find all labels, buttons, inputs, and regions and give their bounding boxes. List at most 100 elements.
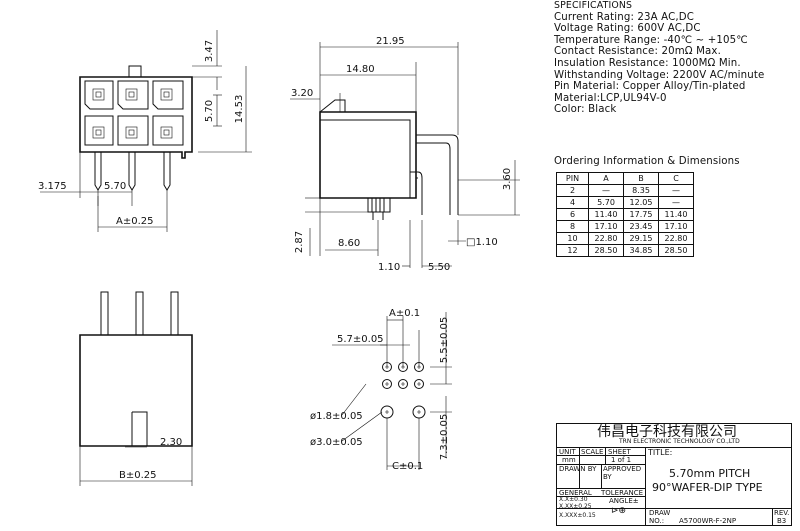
spec-line: Color: Black xyxy=(554,104,617,116)
spec-heading: SPECIFICATIONS xyxy=(554,0,633,11)
dim-hole-3-0: ø3.0±0.05 xyxy=(310,437,363,448)
table-cell: 17.10 xyxy=(658,220,694,233)
dim-5-70-vertical: 5.70 xyxy=(204,100,215,122)
front-view: 3.47 5.70 14.53 3.175 5.70 A±0.25 xyxy=(38,30,252,232)
table-header-row: PIN A B C xyxy=(556,172,694,185)
table-cell: 6 xyxy=(556,208,589,221)
tolerance-label: TOLERANCE xyxy=(601,489,644,497)
approved-by-label: APPROVED BY xyxy=(603,465,642,481)
spec-line: Withstanding Voltage: 2200V AC/minute xyxy=(554,69,765,81)
tolerance-2: X.XX±0.25 xyxy=(559,503,592,510)
table-cell: 12 xyxy=(556,244,589,257)
spec-line: Insulation Resistance: 1000MΩ Min. xyxy=(554,57,741,69)
dim-c-0-1: C±0.1 xyxy=(392,461,423,472)
dim-14-80: 14.80 xyxy=(346,64,375,75)
drawing-number: A5700WR-F-2NP xyxy=(679,517,737,525)
unit-label: UNIT xyxy=(559,448,576,456)
draw-label: DRAW xyxy=(649,509,671,517)
table-cell: 8.35 xyxy=(623,184,659,197)
drawn-by-label: DRAWN BY xyxy=(559,465,597,473)
table-cell: 17.10 xyxy=(588,220,624,233)
spec-line: Temperature Range: -40℃ ~ +105℃ xyxy=(554,34,748,46)
dim-3-20: 3.20 xyxy=(291,88,313,99)
specifications: SPECIFICATIONS Current Rating: 23A AC,DC… xyxy=(554,0,764,116)
company-name-en: TRN ELECTRONIC TECHNOLOGY CO.,LTD xyxy=(619,438,740,445)
rev-label: REV. xyxy=(774,509,790,517)
table-cell: 10 xyxy=(556,232,589,245)
spec-line: Contact Resistance: 20mΩ Max. xyxy=(554,46,722,58)
unit-value: mm xyxy=(562,456,576,464)
drawing-title-line2: 90°WAFER-DIP TYPE xyxy=(652,481,763,494)
table-cell: 8 xyxy=(556,220,589,233)
no-label: NO.: xyxy=(649,517,665,525)
table-cell: 5.70 xyxy=(588,196,624,209)
dim-b-0-25: B±0.25 xyxy=(119,470,157,481)
table-cell: 23.45 xyxy=(623,220,659,233)
dim-a-0-25: A±0.25 xyxy=(116,216,154,227)
spec-line: Material:LCP,UL94V-0 xyxy=(554,92,667,104)
spec-line: Voltage Rating: 600V AC,DC xyxy=(554,23,701,35)
dim-2-30: 2.30 xyxy=(160,437,182,448)
tolerance-3: X.XXX±0.15 xyxy=(559,512,596,519)
dim-3-60: 3.60 xyxy=(502,168,513,190)
table-header: PIN xyxy=(556,172,589,185)
table-cell: — xyxy=(658,196,694,209)
table-cell: 12.05 xyxy=(623,196,659,209)
table-cell: 22.80 xyxy=(658,232,694,245)
table-cell: 34.85 xyxy=(623,244,659,257)
title-label: TITLE: xyxy=(648,448,673,457)
table-cell: 4 xyxy=(556,196,589,209)
table-cell: 17.75 xyxy=(623,208,659,221)
dim-2-87: 2.87 xyxy=(294,231,305,253)
dim-14-53: 14.53 xyxy=(234,95,245,124)
projection-symbol-icon: ⊳⊕ xyxy=(611,506,627,516)
side-view: 21.95 14.80 3.20 3.60 2.87 8.60 □1.10 1.… xyxy=(290,36,520,273)
dim-21-95: 21.95 xyxy=(376,36,405,47)
dim-hole-1-8: ø1.8±0.05 xyxy=(310,411,363,422)
sheet-value: 1 of 1 xyxy=(611,456,632,464)
general-label: GENERAL xyxy=(559,489,592,497)
table-cell: 28.50 xyxy=(588,244,624,257)
table-cell: 11.40 xyxy=(588,208,624,221)
table-cell: — xyxy=(658,184,694,197)
table-cell: 22.80 xyxy=(588,232,624,245)
dim-5-70-horizontal: 5.70 xyxy=(104,181,126,192)
sheet-label: SHEET xyxy=(608,448,631,456)
drawing-title-line1: 5.70mm PITCH xyxy=(669,467,751,480)
table-cell: — xyxy=(588,184,624,197)
table-header: C xyxy=(658,172,694,185)
dim-8-60: 8.60 xyxy=(338,238,360,249)
dim-a-0-1: A±0.1 xyxy=(389,308,420,319)
bottom-view: 2.30 B±0.25 xyxy=(79,291,193,486)
ordering-title: Ordering Information & Dimensions xyxy=(554,156,740,167)
dim-7-3-0-05: 7.3±0.05 xyxy=(439,414,450,461)
dim-1-10: 1.10 xyxy=(378,262,400,273)
dim-1-10-square: □1.10 xyxy=(466,237,498,248)
table-cell: 28.50 xyxy=(658,244,694,257)
title-block: 伟昌电子科技有限公司 TRN ELECTRONIC TECHNOLOGY CO.… xyxy=(556,423,792,526)
table-header: A xyxy=(588,172,624,185)
spec-line: Pin Material: Copper Alloy/Tin-plated xyxy=(554,81,746,93)
dim-3-175: 3.175 xyxy=(38,181,67,192)
table-cell: 11.40 xyxy=(658,208,694,221)
dim-3-47: 3.47 xyxy=(204,40,215,62)
pcb-layout: A±0.1 5.7±0.05 5.5±0.05 ø1.8±0.05 ø3.0±0… xyxy=(310,308,452,472)
table-row: 2—8.35— xyxy=(556,184,694,197)
scale-label: SCALE xyxy=(581,448,604,456)
spec-line: Current Rating: 23A AC,DC xyxy=(554,11,695,23)
rev-value: B3 xyxy=(777,517,787,525)
table-cell: 29.15 xyxy=(623,232,659,245)
tolerance-1: X.X±0.30 xyxy=(559,496,588,503)
dim-5-7-0-05: 5.7±0.05 xyxy=(337,334,384,345)
angle-label: ANGLE± xyxy=(609,497,639,505)
table-cell: 2 xyxy=(556,184,589,197)
dim-5-50: 5.50 xyxy=(428,262,450,273)
company-name-cn: 伟昌电子科技有限公司 xyxy=(597,424,737,440)
